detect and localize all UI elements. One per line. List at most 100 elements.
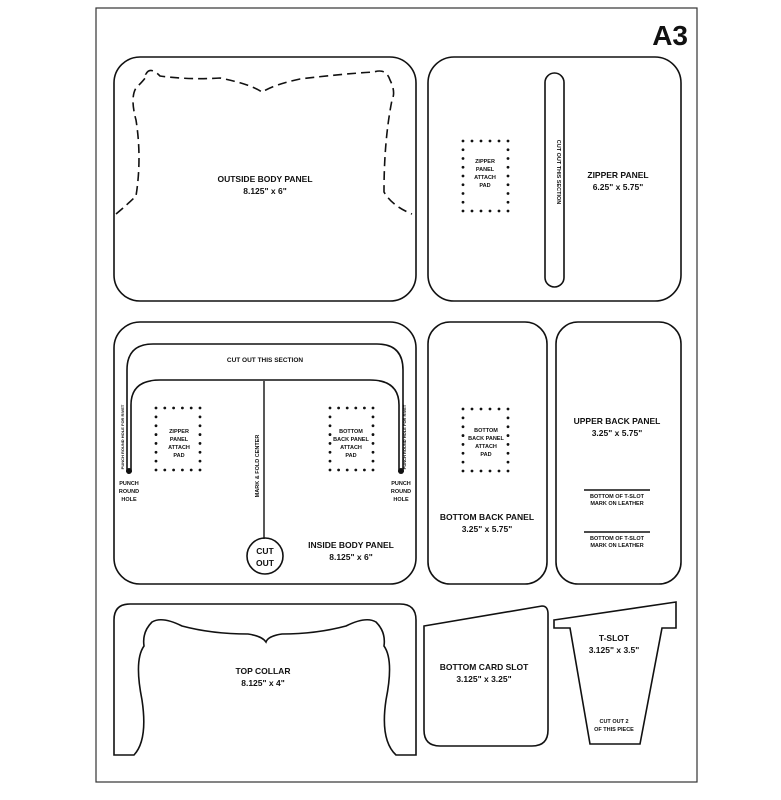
t-slot: T-SLOT 3.125" x 3.5" CUT OUT 2 OF THIS P… — [553, 601, 677, 745]
stitch-dot — [506, 469, 510, 473]
stitch-dot — [371, 459, 375, 463]
bottom-card-slot-size: 3.125" x 3.25" — [456, 674, 511, 684]
stitch-dot — [461, 460, 465, 464]
stitch-dot — [328, 433, 332, 436]
bottom-back-title: BOTTOM BACK PANEL — [440, 512, 534, 522]
stitch-dot — [497, 407, 501, 411]
punch-label-left: HOLE — [121, 497, 137, 503]
side-note-left: PUNCH ROUND HOLE FOR RIVET — [120, 404, 125, 469]
stitch-dot — [461, 443, 465, 446]
outside-body-title: OUTSIDE BODY PANEL — [217, 174, 312, 184]
punch-label-right: ROUND — [391, 489, 411, 495]
stitch-dot — [154, 415, 158, 419]
top-collar: TOP COLLAR 8.125" x 4" — [113, 603, 417, 756]
bottom-back-pad-label: BACK PANEL — [468, 436, 504, 442]
stitch-dot — [506, 443, 510, 446]
stitch-dot — [198, 433, 202, 436]
stitch-dot — [189, 468, 193, 472]
stitch-dot — [506, 157, 510, 160]
stitch-dot — [461, 416, 465, 420]
stitch-dot — [198, 415, 202, 419]
stitch-dot — [363, 468, 366, 472]
stitch-dot — [172, 406, 176, 410]
bottom-back-size: 3.25" x 5.75" — [462, 524, 513, 534]
outside-body-size: 8.125" x 6" — [243, 186, 287, 196]
stitch-dot — [488, 469, 492, 473]
stitch-dot — [506, 174, 510, 178]
stitch-dot — [154, 459, 158, 463]
t-slot-mark-label: MARK ON LEATHER — [590, 543, 643, 549]
stitch-dot — [470, 469, 474, 473]
stitch-dot — [371, 433, 375, 436]
top-collar-size: 8.125" x 4" — [241, 678, 285, 688]
top-collar-title: TOP COLLAR — [236, 666, 291, 676]
stitch-dot — [198, 442, 202, 445]
inside-left-pad-dots — [154, 406, 202, 472]
stitch-dot — [337, 468, 340, 472]
stitch-dot — [461, 192, 465, 195]
page-label: A3 — [652, 20, 688, 51]
stitch-dot — [371, 406, 375, 410]
stitch-dot — [363, 406, 366, 410]
outside-body-panel: OUTSIDE BODY PANEL 8.125" x 6" — [113, 56, 417, 302]
t-slot-note: OF THIS PIECE — [594, 727, 634, 733]
zipper-cutout-label: CUT OUT THIS SECTION — [555, 140, 561, 205]
stitch-dot — [337, 406, 340, 410]
inside-body-title: INSIDE BODY PANEL — [308, 540, 394, 550]
stitch-dot — [470, 209, 474, 213]
stitch-dot — [198, 450, 202, 454]
stitch-dot — [328, 424, 332, 428]
stitch-dot — [371, 424, 375, 428]
stitch-dot — [506, 434, 510, 437]
zipper-panel-title: ZIPPER PANEL — [587, 170, 648, 180]
stitch-dot — [181, 406, 184, 410]
stitch-dot — [198, 468, 202, 472]
stitch-dot — [163, 468, 167, 472]
stitch-dot — [461, 407, 465, 411]
t-slot-mark-label: BOTTOM OF T-SLOT — [590, 536, 645, 542]
punch-label-right: PUNCH — [391, 481, 411, 487]
stitch-dot — [198, 459, 202, 463]
zipper-pad-label: PANEL — [476, 167, 495, 173]
stitch-dot — [506, 192, 510, 195]
stitch-dot — [479, 407, 483, 411]
stitch-dot — [461, 174, 465, 178]
stitch-dot — [461, 165, 465, 169]
upper-back-size: 3.25" x 5.75" — [592, 428, 643, 438]
stitch-dot — [198, 424, 202, 428]
inside-cutout-outer — [126, 343, 404, 472]
inside-left-pad-label: ATTACH — [168, 445, 190, 451]
inside-cutout-inner — [130, 379, 400, 472]
punch-hole-right — [398, 468, 404, 474]
zipper-pad-label: PAD — [479, 183, 490, 189]
zipper-panel: CUT OUT THIS SECTION ZIPPER PANEL ATTACH… — [427, 56, 682, 302]
stitch-dot — [345, 468, 349, 472]
stitch-dot — [461, 434, 465, 437]
top-collar-outline — [113, 603, 417, 756]
t-slot-title: T-SLOT — [599, 633, 630, 643]
stitch-dot — [328, 406, 332, 410]
stitch-dot — [371, 468, 375, 472]
bottom-card-slot-outline — [423, 605, 549, 747]
stitch-dot — [461, 209, 465, 213]
bottom-card-slot: BOTTOM CARD SLOT 3.125" x 3.25" — [423, 605, 549, 747]
punch-label-left: PUNCH — [119, 481, 139, 487]
inside-body-panel: CUT OUT THIS SECTION MARK & FOLD CENTER … — [113, 321, 417, 585]
bottom-card-slot-title: BOTTOM CARD SLOT — [440, 662, 529, 672]
stitch-dot — [461, 157, 465, 160]
stitch-dot — [154, 450, 158, 454]
outside-body-dashed-outline — [115, 69, 413, 215]
stitch-dot — [461, 139, 465, 143]
stitch-dot — [328, 415, 332, 419]
bottom-back-pad-label: PAD — [480, 452, 491, 458]
stitch-dot — [461, 183, 465, 187]
stitch-dot — [371, 415, 375, 419]
inside-cutout-label: CUT OUT THIS SECTION — [227, 357, 304, 364]
stitch-dot — [488, 209, 492, 213]
t-slot-size: 3.125" x 3.5" — [589, 645, 640, 655]
inside-left-pad-label: PANEL — [170, 437, 189, 443]
stitch-dot — [461, 469, 465, 473]
inside-right-pad-dots — [328, 406, 375, 472]
stitch-dot — [488, 407, 492, 411]
